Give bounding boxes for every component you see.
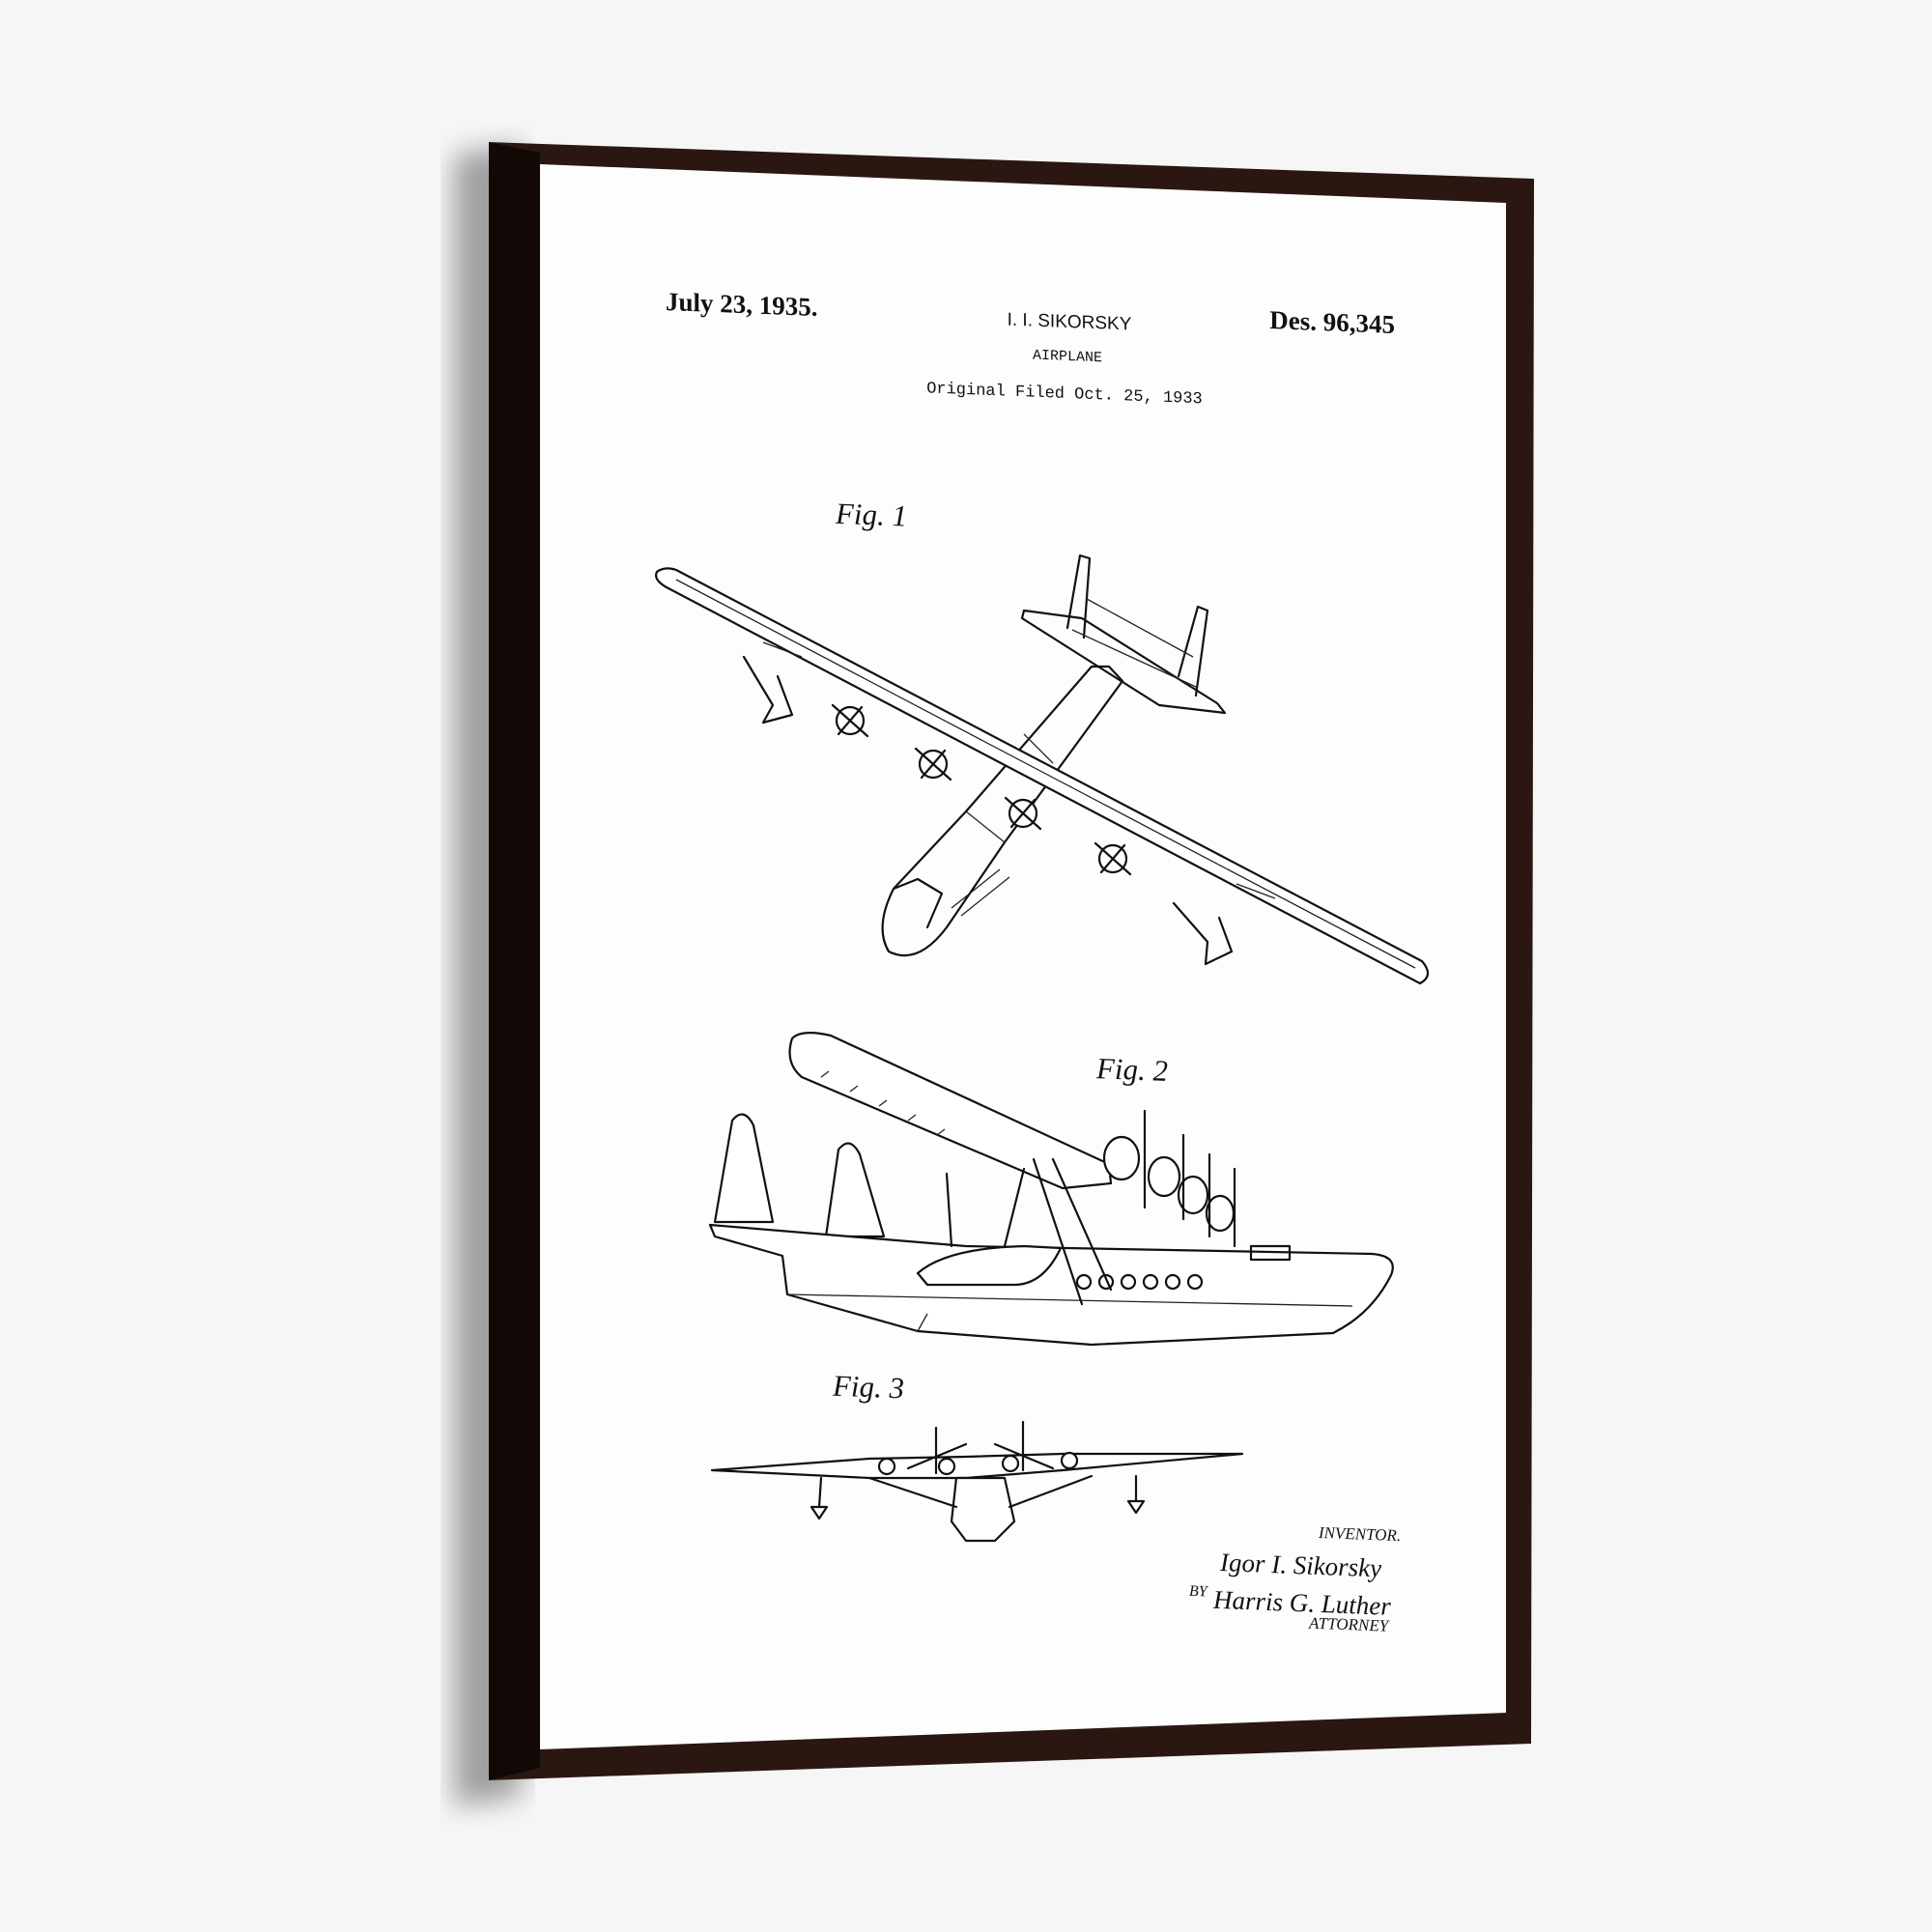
fig-1-wing — [655, 567, 1430, 985]
fig-2-float — [916, 1244, 1063, 1287]
fig-2-drawing — [708, 1032, 1394, 1347]
canvas — [540, 164, 1506, 1749]
inventor-signature: Igor I. Sikorsky — [1219, 1548, 1381, 1582]
inventor-name-header: I. I. SIKORSKY — [1008, 310, 1132, 335]
attorney-label: ATTORNEY — [1308, 1614, 1390, 1635]
fig-1-floats — [742, 655, 1234, 966]
patent-title: AIRPLANE — [1033, 348, 1102, 367]
by-label: BY — [1189, 1583, 1209, 1601]
fig-1-label: Fig. 1 — [835, 497, 907, 533]
fig-3-drawing — [710, 1420, 1244, 1543]
fig-2-engines — [1102, 1109, 1236, 1248]
fig-1-drawing — [655, 554, 1430, 985]
fig-1-engines — [831, 703, 1132, 876]
fig-2-tail-fin-1 — [713, 1113, 775, 1224]
fig-3-floats — [810, 1499, 1146, 1520]
fig-3-wing — [710, 1452, 1244, 1480]
fig-2-label: Fig. 2 — [1095, 1051, 1168, 1088]
fig-2-wing — [788, 1032, 1113, 1190]
inventor-label: INVENTOR. — [1318, 1523, 1401, 1545]
fig-3-engines — [877, 1451, 1079, 1476]
frame-side — [489, 142, 540, 1780]
fig-3-hull — [950, 1476, 1016, 1543]
fig-2-portholes — [1075, 1244, 1292, 1291]
fig-3-label: Fig. 3 — [832, 1369, 904, 1406]
patent-date: July 23, 1935. — [666, 287, 817, 322]
fig-1-tail — [1020, 554, 1227, 715]
patent-number: Des. 96,345 — [1269, 305, 1395, 339]
fig-2-hull — [708, 1223, 1394, 1347]
fig-1-fuselage — [881, 665, 1124, 957]
attorney-signature: Harris G. Luther — [1212, 1585, 1391, 1621]
fig-2-tail-fin-2 — [824, 1142, 886, 1238]
fig-3-fins — [906, 1420, 1055, 1475]
